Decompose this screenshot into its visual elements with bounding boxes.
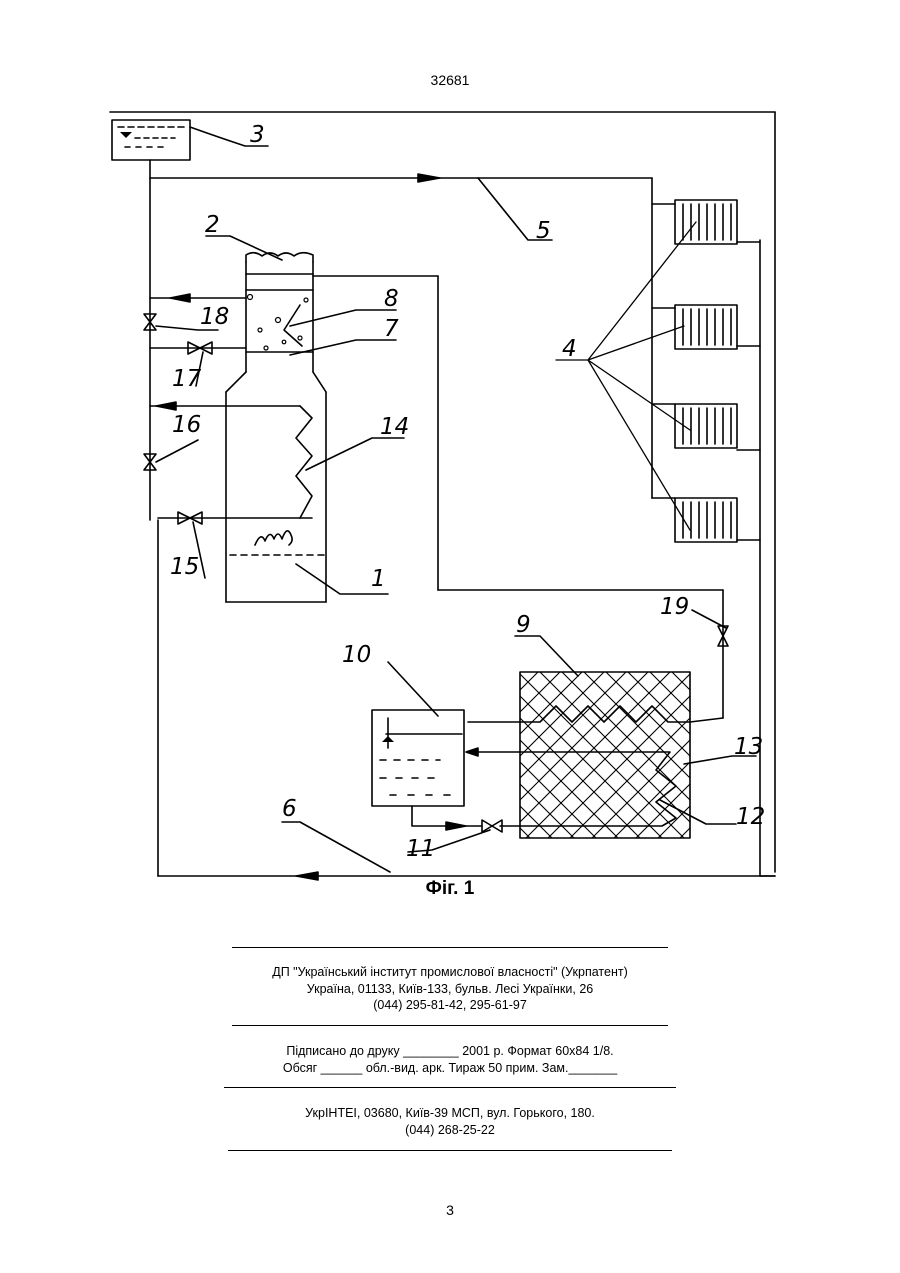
publisher-name: ДП "Український інститут промислової вла… [0,964,900,981]
print-info-block: Підписано до друку ________ 2001 р. Форм… [0,1043,900,1076]
label-4: 4 [562,336,577,362]
printer-phone: (044) 268-25-22 [0,1122,900,1139]
label-18: 18 [200,304,229,330]
connecting-pipe [313,276,728,718]
valve-18 [144,294,246,330]
leader-14 [306,438,404,470]
label-11: 11 [406,836,435,862]
label-19: 19 [660,594,689,620]
leader-2 [206,236,282,260]
label-8: 8 [384,286,399,312]
label-6: 6 [282,796,297,822]
label-2: 2 [205,212,220,238]
supply-line [150,160,652,240]
valve-16 [144,440,198,470]
label-10: 10 [342,642,371,668]
label-5: 5 [536,218,551,244]
divider-4 [228,1150,672,1151]
thermal-storage-block [466,636,723,838]
page-number: 3 [0,1202,900,1218]
label-13: 13 [734,734,763,760]
figure-1-diagram: 1 2 3 4 5 6 7 8 9 10 11 12 13 14 15 16 1… [0,0,900,900]
label-9: 9 [516,612,531,638]
leader-8 [290,310,396,326]
label-3: 3 [250,122,265,148]
print-info-line-1: Підписано до друку ________ 2001 р. Форм… [0,1043,900,1060]
storage-tank [372,662,464,806]
label-16: 16 [172,412,201,438]
divider-3 [224,1087,676,1088]
figure-caption: Фіг. 1 [0,878,900,900]
printer-address: УкрІНТЕІ, 03680, Київ-39 МСП, вул. Горьк… [0,1105,900,1122]
print-info-line-2: Обсяг ______ обл.-вид. арк. Тираж 50 при… [0,1060,900,1077]
printer-block: УкрІНТЕІ, 03680, Київ-39 МСП, вул. Горьк… [0,1105,900,1138]
publisher-phone: (044) 295-81-42, 295-61-97 [0,997,900,1014]
label-1: 1 [371,566,386,592]
label-17: 17 [172,366,202,392]
divider-2 [232,1025,668,1026]
label-14: 14 [380,414,409,440]
publisher-block: ДП "Український інститут промислової вла… [0,964,900,1014]
publisher-address: Україна, 01133, Київ-133, бульв. Лесі Ук… [0,981,900,998]
boiler-column [226,253,326,602]
label-12: 12 [736,804,765,830]
label-15: 15 [170,554,199,580]
label-7: 7 [384,316,399,342]
expansion-tank [112,120,268,160]
divider-1 [232,947,668,948]
